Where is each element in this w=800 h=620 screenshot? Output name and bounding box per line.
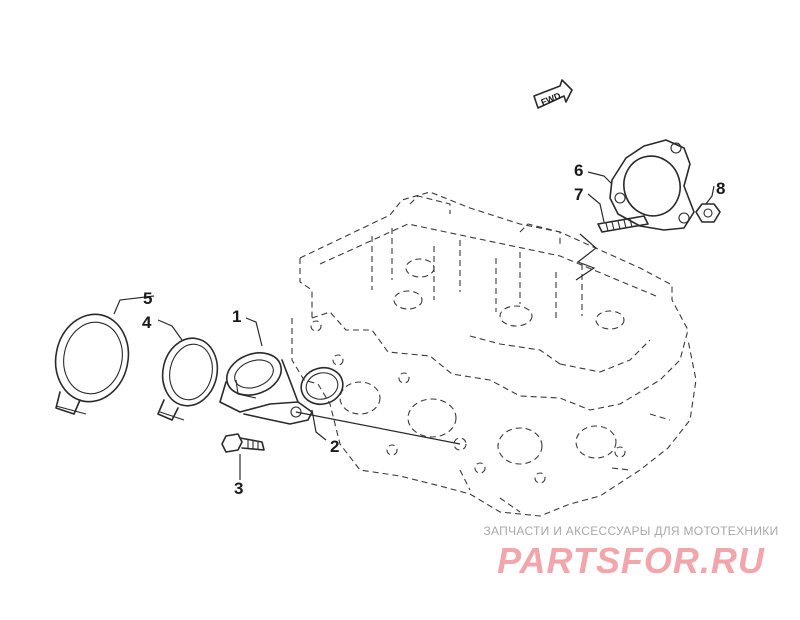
fwd-arrow-icon: FWD bbox=[533, 79, 573, 109]
watermark-tagline: ЗАПЧАСТИ И АКСЕССУАРЫ ДЛЯ МОТОТЕХНИКИ bbox=[483, 524, 779, 538]
callouts: 1 2 3 4 5 6 7 8 bbox=[142, 161, 725, 498]
callout-1: 1 bbox=[232, 307, 241, 326]
part-7-stud bbox=[597, 215, 649, 233]
callout-6: 6 bbox=[574, 161, 583, 180]
part-5-hose-clamp bbox=[54, 313, 130, 415]
leader-lines bbox=[113, 171, 715, 480]
engine-cylinder-head-outline bbox=[291, 191, 697, 517]
callout-5: 5 bbox=[143, 289, 152, 308]
part-8-nut bbox=[695, 203, 721, 223]
part-3-bolt bbox=[221, 433, 265, 453]
callout-4: 4 bbox=[142, 313, 152, 332]
callout-8: 8 bbox=[716, 179, 725, 198]
watermark-logo: PARTSFOR.RU bbox=[497, 540, 765, 581]
part-2-o-ring bbox=[300, 366, 344, 406]
callout-3: 3 bbox=[234, 479, 243, 498]
part-4-hose-clamp bbox=[157, 337, 219, 421]
callout-7: 7 bbox=[574, 185, 583, 204]
part-6-gasket bbox=[609, 139, 695, 231]
callout-2: 2 bbox=[330, 437, 339, 456]
part-1-outlet-housing bbox=[219, 352, 313, 425]
